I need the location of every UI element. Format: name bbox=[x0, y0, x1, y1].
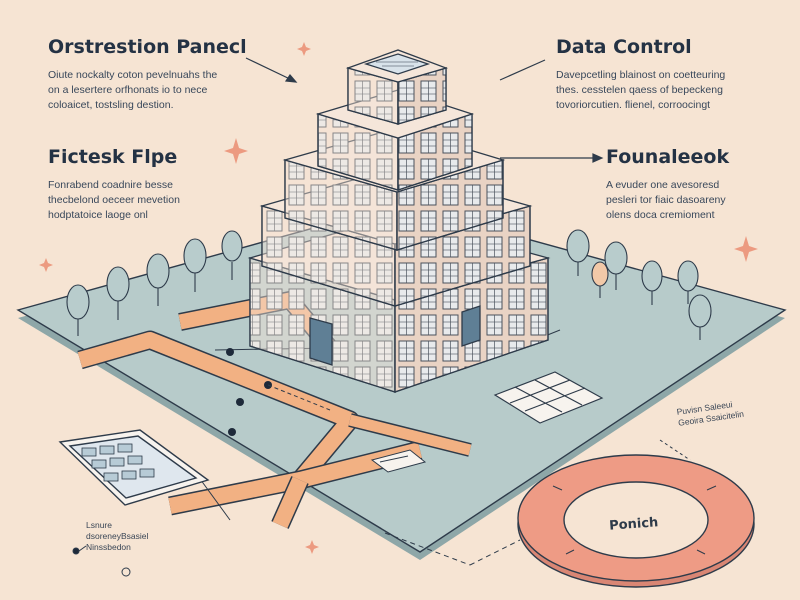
callout-line: A evuder one avesoresd bbox=[606, 179, 720, 191]
callout-title: Orstrestion Panecl bbox=[48, 36, 247, 58]
callout-line: thecbelond oeceer mevetion bbox=[48, 194, 180, 206]
sign-panel bbox=[370, 449, 427, 473]
callout-foundation: Founaleeok A evuder one avesoresd pesler… bbox=[606, 146, 796, 223]
tablet-device bbox=[58, 429, 210, 506]
trees-left bbox=[66, 230, 243, 336]
callout-line: on a lesertere orfhonats io to nece bbox=[48, 84, 208, 96]
legend-line: Lsnure bbox=[86, 520, 112, 530]
legend-line: Ninssbedon bbox=[86, 542, 131, 552]
callout-line: pesleri tor fiaic dasoareny bbox=[606, 194, 726, 206]
callout-line: olens doca cremioment bbox=[606, 209, 715, 221]
callout-title: Fictesk Flpe bbox=[48, 146, 178, 168]
callout-line: hodptatoice laoge onl bbox=[48, 209, 148, 221]
callout-line: thes. cesstelen qaess of bepeckeng bbox=[556, 84, 723, 96]
callout-line: Davepcetling blainost on coetteuring bbox=[556, 69, 726, 81]
sparkle-icons bbox=[39, 42, 758, 554]
ring-label: Ponich bbox=[609, 515, 659, 533]
callout-orchestration-panel: Orstrestion Panecl Oiute nockalty coton … bbox=[48, 36, 288, 113]
callout-fictesk: Fictesk Flpe Fonrabend coadnire besse th… bbox=[48, 146, 278, 223]
callout-line: Oiute nockalty coton pevelnuahs the bbox=[48, 69, 218, 81]
callout-line: tovoriorcutien. flienel, corroocingt bbox=[556, 99, 711, 111]
callout-data-control: Data Control Davepcetling blainost on co… bbox=[556, 36, 776, 113]
callout-arrows bbox=[245, 57, 604, 163]
callout-title: Founaleeok bbox=[606, 146, 730, 168]
portal-ring bbox=[517, 454, 755, 588]
solar-grid bbox=[493, 371, 604, 424]
legend: Lsnure dsoreneyBsasiel Ninssbedon bbox=[86, 520, 148, 553]
callout-title: Data Control bbox=[556, 36, 692, 58]
building bbox=[247, 49, 551, 393]
callout-line: coloaicet, tostsling destion. bbox=[48, 99, 174, 111]
legend-markers bbox=[72, 545, 131, 577]
legend-line: dsoreneyBsasiel bbox=[86, 531, 149, 541]
trees-right bbox=[566, 229, 712, 340]
callout-line: Fonrabend coadnire besse bbox=[48, 179, 173, 191]
